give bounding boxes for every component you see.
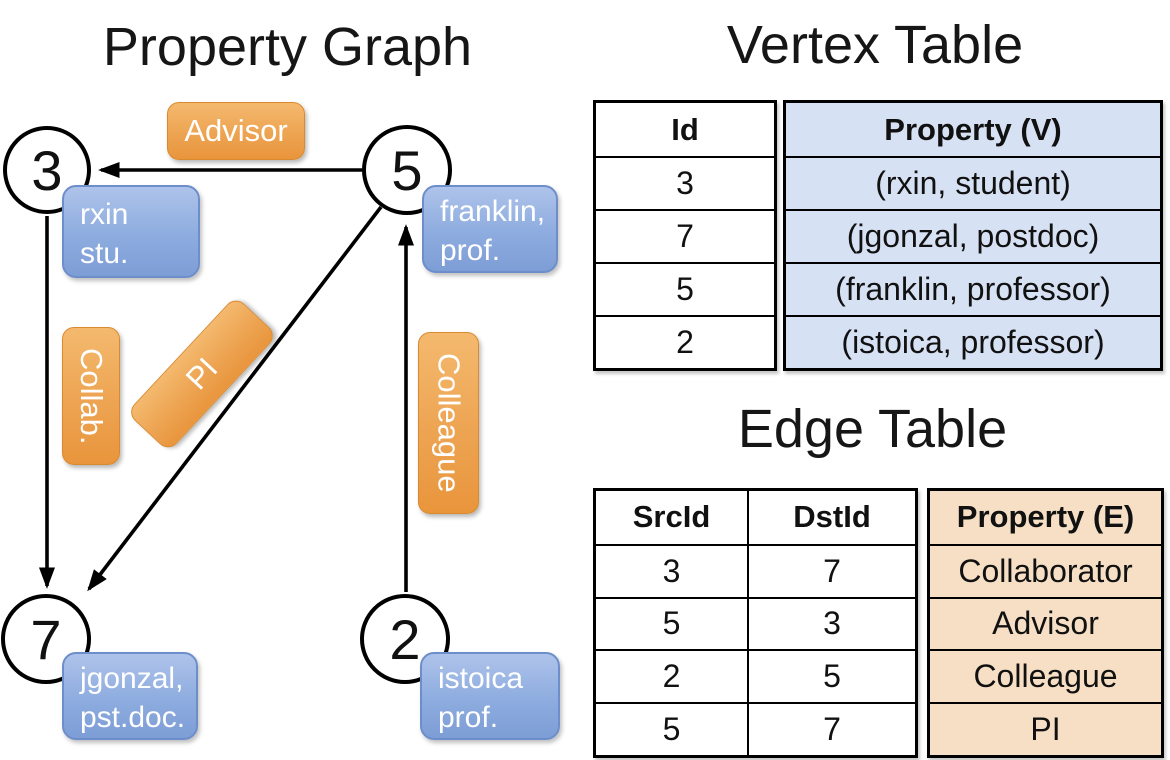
edge-label-colleague: Colleague [418,332,479,514]
table-cell: Advisor [930,596,1161,650]
table-cell: 5 [596,262,774,315]
table-cell: 5 [747,649,915,703]
table-cell: 7 [747,543,915,597]
table-cell: (rxin, student) [786,156,1160,209]
table-cell: 7 [747,702,915,755]
edge-table-title: Edge Table [737,399,1008,459]
vertex-table-property-column: Property (V) (rxin, student) (jgonzal, p… [783,100,1163,371]
edge-label-advisor: Advisor [167,102,305,160]
vertex-table-header-id: Id [671,111,699,147]
edge-label-text: Advisor [184,113,288,148]
vertex-table-title: Vertex Table [726,15,1024,75]
edge-label-collab: Collab. [62,327,120,465]
vertex-property-box-2: istoica prof. [420,652,560,740]
table-cell: 5 [596,702,747,755]
table-cell: 2 [596,315,774,368]
edge-pi-5-to-7 [87,205,383,592]
property-graph-title: Property Graph [102,17,473,77]
vertex-table-id-column: Id 3 7 5 2 [593,100,777,371]
table-cell: PI [930,702,1161,755]
graph-node-2: 2 [360,594,450,684]
edge-label-text: PI [178,351,225,397]
node-id: 5 [391,138,423,202]
graph-edges [38,161,415,592]
edge-label-text: Collab. [74,347,109,445]
vertex-property-line: prof. [438,701,499,734]
table-cell: 2 [596,649,747,702]
vertex-property-line: pst.doc. [80,701,186,734]
table-cell: Collaborator [930,543,1161,597]
vertex-property-box-7: jgonzal, pst.doc. [62,652,198,740]
edge-table-property-column: Property (E) Collaborator Advisor Collea… [927,488,1164,758]
vertex-property-line: prof. [440,234,501,267]
node-id: 3 [31,138,63,202]
vertex-table-header-property: Property (V) [786,103,1160,156]
vertex-property-line: stu. [80,237,129,270]
vertex-property-line: rxin [80,198,129,231]
table-cell: 7 [596,209,774,262]
vertex-table: Id 3 7 5 2 Property (V) (rxin, student) … [593,100,1163,371]
vertex-property-line: istoica [438,662,524,695]
edge-table-header-dstid: DstId [747,491,915,544]
vertex-property-box-5: franklin, prof. [422,185,558,273]
vertex-property-box-3: rxin stu. [62,185,200,278]
table-cell: 5 [596,596,747,650]
table-cell: 3 [747,596,915,650]
table-cell: (jgonzal, postdoc) [786,209,1160,262]
edge-table: SrcId DstId 3 7 5 3 2 5 5 7 Property (E)… [593,488,1164,758]
edge-table-id-columns: SrcId DstId 3 7 5 3 2 5 5 7 [593,488,918,758]
vertex-property-line: franklin, [440,195,546,228]
edge-table-header-property: Property (E) [930,491,1161,544]
edge-table-header-srcid: SrcId [632,499,711,535]
table-cell: (franklin, professor) [786,262,1160,315]
table-cell: (istoica, professor) [786,315,1160,368]
node-id: 7 [30,607,62,671]
vertex-property-line: jgonzal, [80,662,184,695]
table-cell: 3 [596,543,747,597]
node-id: 2 [389,607,421,671]
graph-node-5: 5 [362,125,452,215]
table-cell: Colleague [930,649,1161,703]
table-cell: 3 [596,156,774,209]
edge-label-text: Colleague [431,353,467,493]
